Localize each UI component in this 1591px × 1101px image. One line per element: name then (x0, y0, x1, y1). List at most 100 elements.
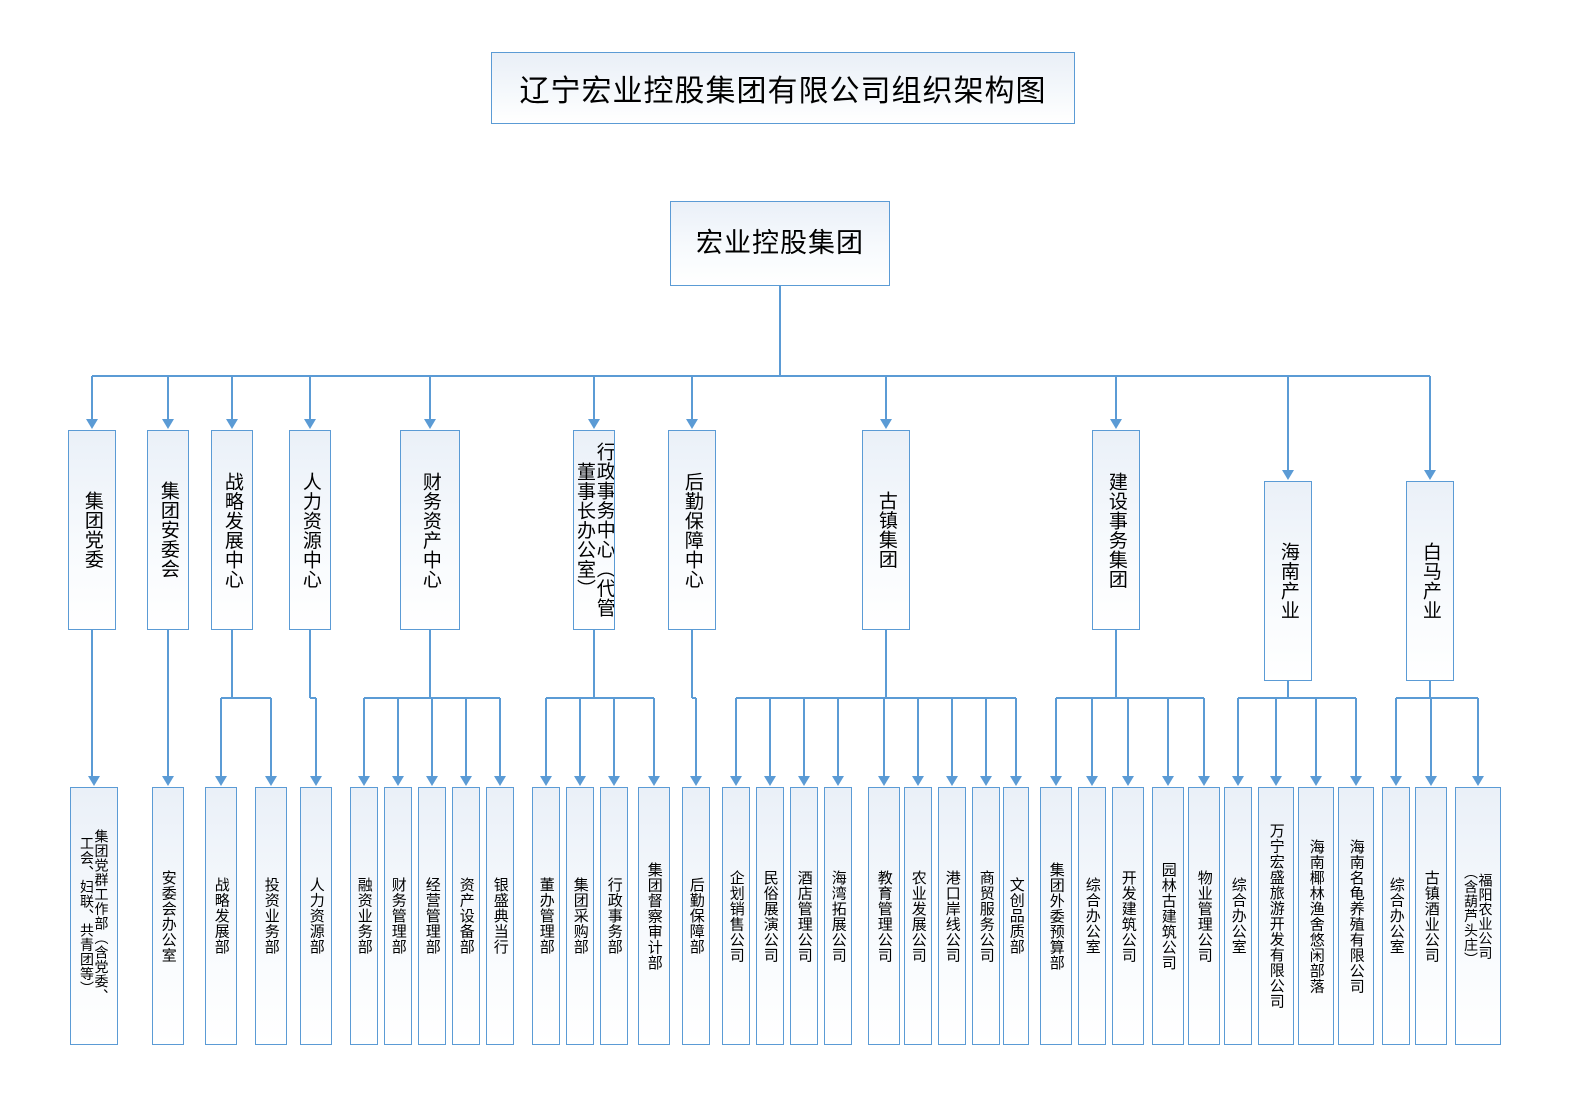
org-node-leaf[interactable]: 海湾拓展公司 (824, 787, 852, 1045)
org-node-level2[interactable]: 古镇集团 (862, 430, 910, 630)
page-title: 辽宁宏业控股集团有限公司组织架构图 (491, 52, 1075, 124)
connector-vertical (220, 698, 222, 776)
connector-vertical (691, 376, 693, 419)
org-node-leaf[interactable]: 综合办公室 (1382, 787, 1410, 1045)
org-node-leaf[interactable]: 文创品质部 (1003, 787, 1029, 1045)
org-node-leaf[interactable]: 农业发展公司 (904, 787, 932, 1045)
org-node-leaf-label: 港口岸线公司 (943, 869, 961, 963)
org-node-leaf[interactable]: 海南名龟养殖有限公司 (1338, 787, 1374, 1045)
connector-vertical (91, 630, 93, 776)
connector-arrowhead (1390, 776, 1402, 786)
org-node-level2-label: 行政事务中心（代管 董事长办公室） (574, 442, 615, 618)
connector-horizontal (692, 697, 696, 699)
org-node-leaf[interactable]: 企划销售公司 (722, 787, 750, 1045)
org-node-leaf[interactable]: 融资业务部 (350, 787, 378, 1045)
org-node-leaf[interactable]: 经营管理部 (418, 787, 446, 1045)
connector-vertical (885, 376, 887, 419)
connector-arrowhead (878, 776, 890, 786)
org-node-leaf[interactable]: 综合办公室 (1078, 787, 1106, 1045)
connector-horizontal (1238, 697, 1356, 699)
org-node-leaf[interactable]: 资产设备部 (452, 787, 480, 1045)
org-node-leaf[interactable]: 教育管理公司 (868, 787, 900, 1045)
connector-vertical (167, 630, 169, 776)
org-node-level2[interactable]: 行政事务中心（代管 董事长办公室） (573, 430, 615, 630)
org-node-leaf[interactable]: 港口岸线公司 (938, 787, 966, 1045)
org-node-leaf[interactable]: 开发建筑公司 (1112, 787, 1144, 1045)
connector-arrowhead (86, 419, 98, 429)
connector-vertical (1275, 698, 1277, 776)
connector-vertical (579, 698, 581, 776)
org-node-level2[interactable]: 建设事务集团 (1092, 430, 1140, 630)
org-node-leaf[interactable]: 安委会办公室 (152, 787, 184, 1045)
org-node-leaf[interactable]: 战略发展部 (205, 787, 237, 1045)
org-node-leaf[interactable]: 集团党群工作部（含党委、 工会、妇联、共青团等） (70, 787, 118, 1045)
org-node-leaf[interactable]: 古镇酒业公司 (1415, 787, 1447, 1045)
org-node-leaf[interactable]: 商贸服务公司 (972, 787, 1000, 1045)
connector-arrowhead (358, 776, 370, 786)
connector-vertical (769, 698, 771, 776)
org-node-leaf[interactable]: 福阳农业公司 （含葫芦头庄） (1455, 787, 1501, 1045)
org-node-leaf[interactable]: 银盛典当行 (486, 787, 514, 1045)
org-node-leaf[interactable]: 园林古建筑公司 (1152, 787, 1184, 1045)
connector-arrowhead (265, 776, 277, 786)
org-node-level2[interactable]: 后勤保障中心 (668, 430, 716, 630)
org-node-level2[interactable]: 人力资源中心 (289, 430, 331, 630)
connector-vertical (465, 698, 467, 776)
connector-vertical (1477, 698, 1479, 776)
org-node-leaf-label: 民俗展演公司 (761, 869, 779, 963)
connector-arrowhead (310, 776, 322, 786)
org-node-leaf[interactable]: 财务管理部 (384, 787, 412, 1045)
org-node-leaf-label: 融资业务部 (355, 877, 373, 955)
org-node-level2-label: 后勤保障中心 (681, 471, 703, 589)
org-node-leaf-label: 集团党群工作部（含党委、 工会、妇联、共青团等） (79, 829, 110, 1003)
org-node-leaf-label: 教育管理公司 (875, 869, 893, 963)
org-node-leaf[interactable]: 物业管理公司 (1188, 787, 1220, 1045)
org-node-leaf[interactable]: 行政事务部 (600, 787, 628, 1045)
org-node-leaf[interactable]: 民俗展演公司 (756, 787, 784, 1045)
org-node-leaf[interactable]: 综合办公室 (1224, 787, 1252, 1045)
connector-arrowhead (690, 776, 702, 786)
org-node-level2[interactable]: 海南产业 (1264, 481, 1312, 681)
connector-vertical (1429, 681, 1431, 698)
org-node-leaf[interactable]: 集团采购部 (566, 787, 594, 1045)
connector-vertical (735, 698, 737, 776)
org-node-level2-label: 集团党委 (81, 491, 103, 569)
connector-vertical (429, 376, 431, 419)
org-node-level2[interactable]: 集团安委会 (147, 430, 189, 630)
org-node-leaf[interactable]: 酒店管理公司 (790, 787, 818, 1045)
connector-vertical (91, 376, 93, 419)
connector-vertical (1287, 681, 1289, 698)
org-node-leaf[interactable]: 集团督察审计部 (638, 787, 670, 1045)
org-node-level2-label: 建设事务集团 (1105, 471, 1127, 589)
org-node-level2[interactable]: 战略发展中心 (211, 430, 253, 630)
org-node-leaf[interactable]: 后勤保障部 (682, 787, 710, 1045)
org-node-leaf[interactable]: 董办管理部 (532, 787, 560, 1045)
org-node-leaf[interactable]: 人力资源部 (300, 787, 332, 1045)
org-node-leaf-label: 综合办公室 (1387, 877, 1405, 955)
org-node-leaf-label: 董办管理部 (537, 877, 555, 955)
org-node-level2-label: 白马产业 (1419, 542, 1441, 620)
connector-arrowhead (946, 776, 958, 786)
connector-arrowhead (215, 776, 227, 786)
connector-vertical (593, 376, 595, 419)
connector-arrowhead (304, 419, 316, 429)
org-node-level2-label: 财务资产中心 (419, 471, 441, 589)
org-node-leaf[interactable]: 海南椰林渔舍悠闲部落 (1298, 787, 1334, 1045)
connector-arrowhead (1425, 776, 1437, 786)
connector-vertical (429, 630, 431, 698)
connector-vertical (695, 698, 697, 776)
connector-arrowhead (162, 776, 174, 786)
org-node-leaf[interactable]: 投资业务部 (255, 787, 287, 1045)
org-node-level2[interactable]: 白马产业 (1406, 481, 1454, 681)
connector-vertical (1091, 698, 1093, 776)
org-node-leaf[interactable]: 万宁宏盛旅游开发有限公司 (1258, 787, 1294, 1045)
connector-arrowhead (1232, 776, 1244, 786)
org-node-level2[interactable]: 集团党委 (68, 430, 116, 630)
org-node-root[interactable]: 宏业控股集团 (670, 201, 890, 286)
connector-arrowhead (1270, 776, 1282, 786)
connector-horizontal (546, 697, 654, 699)
org-node-leaf-label: 园林古建筑公司 (1159, 861, 1177, 971)
org-node-leaf[interactable]: 集团外委预算部 (1040, 787, 1072, 1045)
org-node-level2[interactable]: 财务资产中心 (400, 430, 460, 630)
